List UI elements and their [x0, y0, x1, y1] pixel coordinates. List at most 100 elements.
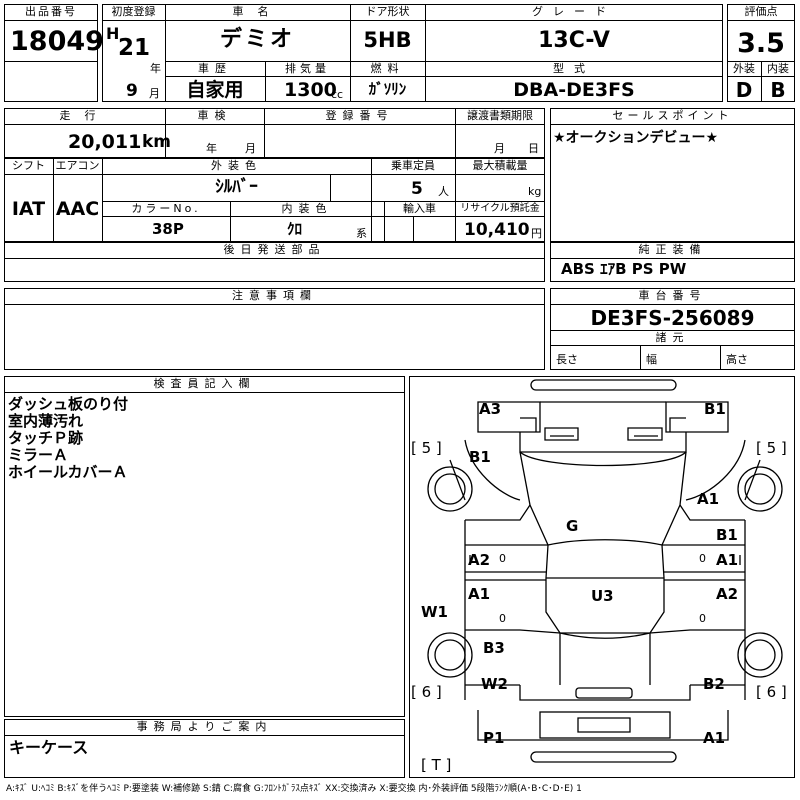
recycle-unit: 円 [531, 227, 542, 240]
inspector-note: ミラーＡ [8, 446, 69, 464]
caution-section [4, 288, 545, 370]
color-number-label: カラーNo. [131, 202, 201, 215]
exterior-color-label: 外装色 [211, 159, 262, 172]
era-letter: H [106, 24, 120, 43]
model-code: DBA-DE3FS [513, 79, 635, 101]
exterior-grade: D [735, 78, 753, 102]
office-label: 事務局よりご案内 [136, 720, 273, 733]
inspector-label: 検査員記入欄 [153, 377, 256, 390]
vehicle-section [102, 4, 723, 102]
inspection-label: 車検 [197, 109, 232, 122]
registration-year: 21 [118, 35, 151, 61]
aircon: AAC [55, 198, 100, 220]
chassis-label: 車台番号 [638, 289, 707, 302]
lot-section [4, 4, 98, 102]
specs-label: 諸元 [655, 331, 690, 344]
registration-month: 9 [126, 81, 138, 101]
damage-mark: A3 [479, 400, 502, 418]
color-number: 38P [152, 220, 184, 238]
grade: 13C-V [538, 28, 610, 53]
damage-mark: B1 [716, 526, 738, 544]
month-unit: 月 [149, 87, 160, 100]
inspector-section [4, 376, 405, 717]
zero-mark: 0 [699, 552, 706, 565]
length-label: 長さ [556, 353, 578, 366]
max-load-label: 最大積載量 [472, 159, 528, 172]
fuel-label: 燃料 [370, 62, 405, 75]
history-label: 車歴 [198, 62, 232, 75]
interior-color: ｸﾛ [287, 220, 303, 238]
model-label: 型式 [553, 62, 595, 75]
tire-rear-left: [ 6 ] [411, 683, 442, 701]
history: 自家用 [186, 79, 244, 101]
transfer-deadline-label: 譲渡書類期限 [467, 109, 533, 122]
width-label: 幅 [646, 353, 657, 366]
chassis-section [550, 288, 795, 370]
shift: IAT [11, 198, 46, 220]
sales-point-section [550, 108, 795, 242]
caution-label: 注意事項欄 [232, 289, 317, 302]
equipment: ABS ｴｱB PS PW [561, 260, 687, 278]
first-registration-label: 初度登録 [111, 5, 156, 18]
interior-grade: B [770, 78, 786, 102]
overall-score: 3.5 [737, 28, 785, 59]
interior-color-unit: 系 [356, 227, 367, 240]
inspector-note: ダッシュ板のり付 [8, 395, 129, 413]
damage-mark: A2 [716, 585, 739, 603]
specs-section [4, 158, 545, 242]
seating-label: 乗車定員 [391, 159, 435, 172]
tire-rear-right: [ 6 ] [756, 683, 787, 701]
aircon-label: エアコン [55, 159, 100, 172]
transfer-month-unit: 月 [494, 142, 505, 155]
inspector-note: ホイールカバーＡ [8, 463, 128, 481]
later-parts-section [4, 242, 545, 282]
office-section [4, 719, 405, 778]
recycle-fee: 10,410 [464, 220, 530, 240]
lot-label: 出品番号 [25, 5, 77, 18]
damage-mark: B1 [704, 400, 726, 418]
damage-mark: B2 [703, 675, 725, 693]
office-note: キーケース [9, 738, 89, 757]
damage-mark: G [566, 517, 579, 535]
car-name-label: 車名 [232, 5, 283, 18]
tire-front-right: [ 5 ] [756, 439, 787, 457]
zero-mark: 0 [499, 552, 506, 565]
damage-mark: A2 [468, 551, 491, 569]
legend: A:ｷｽﾞ U:ﾍｺﾐ B:ｷｽﾞを伴うﾍｺﾐ P:要塗装 W:補修跡 S:錆 … [6, 784, 582, 794]
sales-point-label: セールスポイント [612, 109, 733, 122]
year-unit: 年 [150, 62, 161, 75]
mileage-unit: km [142, 132, 172, 152]
height-label: 高さ [726, 353, 748, 366]
sales-point: ★オークションデビュー★ [553, 130, 719, 146]
transfer-day-unit: 日 [528, 142, 539, 155]
displacement: 1300 [284, 79, 337, 101]
mileage-section [4, 108, 545, 158]
import-label: 輸入車 [403, 202, 436, 215]
inspector-note: タッチＰ跡 [8, 429, 84, 447]
damage-mark: A1 [697, 490, 720, 508]
max-load-unit: kg [528, 185, 542, 198]
door-label: ドア形状 [365, 5, 410, 18]
diagram-section [409, 376, 795, 778]
damage-mark: B3 [483, 639, 505, 657]
later-parts-label: 後日発送部品 [223, 243, 326, 256]
displacement-label: 排気量 [285, 62, 330, 75]
zero-mark: 0 [699, 612, 706, 625]
damage-mark: W1 [421, 603, 448, 621]
damage-mark: W2 [481, 675, 508, 693]
chassis-number: DE3FS-256089 [590, 306, 755, 330]
recycle-label: リサイクル預託金 [460, 203, 540, 214]
lot-number: 18049 [10, 26, 104, 57]
inspector-notes: ダッシュ板のり付 室内薄汚れ タッチＰ跡 ミラーＡ ホイールカバーＡ [8, 396, 128, 481]
damage-mark: A1 [468, 585, 491, 603]
fuel: ｶﾞｿﾘﾝ [368, 80, 407, 98]
interior-grade-label: 内装 [767, 62, 789, 75]
interior-color-label: 内装色 [281, 202, 333, 215]
tire-front-left: [ 5 ] [411, 439, 442, 457]
exterior-grade-label: 外装 [733, 62, 755, 75]
inspection-year-unit: 年 [206, 142, 217, 155]
damage-mark: A1 [716, 551, 739, 569]
seating-unit: 人 [438, 185, 449, 198]
spare-tire: [ T ] [421, 756, 452, 774]
